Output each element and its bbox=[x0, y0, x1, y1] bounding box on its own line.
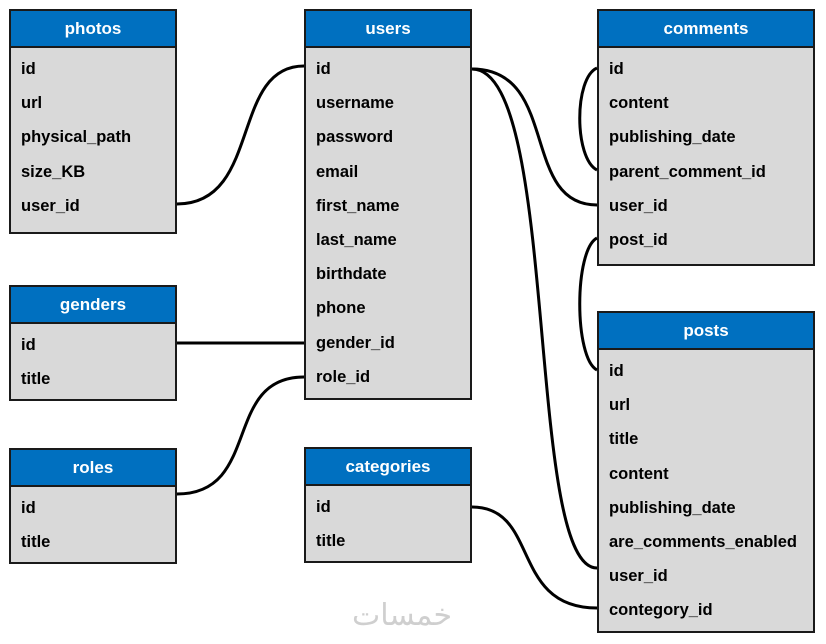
genders-field-title: title bbox=[21, 370, 51, 389]
genders-table-title: genders bbox=[11, 287, 175, 324]
users-table-title: users bbox=[306, 11, 470, 48]
comments-field-user-id: user_id bbox=[609, 196, 668, 215]
users-field-gender-id: gender_id bbox=[316, 333, 395, 352]
link-roles-to-users-role bbox=[176, 375, 305, 496]
photos-field-size-kb: size_KB bbox=[21, 162, 86, 181]
comments-table-title: comments bbox=[599, 11, 813, 48]
photos-table-title: photos bbox=[11, 11, 175, 48]
genders-field-id: id bbox=[21, 336, 36, 354]
users-table: users id username password email first_n… bbox=[304, 9, 472, 400]
users-field-role-id: role_id bbox=[316, 367, 371, 386]
users-field-password: password bbox=[316, 128, 394, 147]
users-field-email: email bbox=[316, 162, 359, 181]
users-field-birthdate: birthdate bbox=[316, 265, 387, 284]
posts-field-content: content bbox=[609, 464, 669, 483]
roles-table: roles id title bbox=[9, 448, 177, 564]
comments-table: comments id content publishing_date pare… bbox=[597, 9, 815, 266]
photos-field-id: id bbox=[21, 60, 36, 78]
posts-table: posts id url title content publishing_da… bbox=[597, 311, 815, 633]
link-comments-self-parent bbox=[578, 66, 598, 172]
photos-field-url: url bbox=[21, 94, 43, 113]
watermark-logo: خمسات bbox=[352, 598, 453, 633]
posts-table-title: posts bbox=[599, 313, 813, 350]
posts-field-id: id bbox=[609, 362, 624, 380]
genders-table: genders id title bbox=[9, 285, 177, 401]
roles-field-id: id bbox=[21, 499, 36, 517]
roles-table-title: roles bbox=[11, 450, 175, 487]
posts-field-contegory-id: contegory_id bbox=[609, 601, 713, 620]
categories-table: categories id title bbox=[304, 447, 472, 563]
comments-field-post-id: post_id bbox=[609, 230, 668, 249]
posts-field-title: title bbox=[609, 430, 639, 449]
comments-field-content: content bbox=[609, 94, 669, 113]
link-comments-post-to-posts-id bbox=[578, 236, 598, 372]
comments-field-parent-comment-id: parent_comment_id bbox=[609, 162, 766, 181]
posts-field-publishing-date: publishing_date bbox=[609, 498, 736, 517]
posts-field-are-comments-enabled: are_comments_enabled bbox=[609, 532, 798, 551]
roles-field-title: title bbox=[21, 533, 51, 552]
categories-field-title: title bbox=[316, 532, 346, 551]
users-field-id: id bbox=[316, 60, 331, 78]
users-field-phone: phone bbox=[316, 299, 366, 318]
posts-field-user-id: user_id bbox=[609, 567, 668, 586]
users-field-username: username bbox=[316, 94, 394, 113]
categories-field-id: id bbox=[316, 498, 331, 516]
posts-field-url: url bbox=[609, 396, 631, 415]
link-users-id-to-comments-user bbox=[471, 67, 598, 207]
categories-table-title: categories bbox=[306, 449, 470, 486]
comments-field-id: id bbox=[609, 60, 624, 78]
photos-field-physical-path: physical_path bbox=[21, 128, 132, 147]
link-photos-user-to-users-id bbox=[176, 64, 305, 206]
photos-table: photos id url physical_path size_KB user… bbox=[9, 9, 177, 234]
users-field-first-name: first_name bbox=[316, 196, 400, 215]
comments-field-publishing-date: publishing_date bbox=[609, 128, 736, 147]
photos-field-user-id: user_id bbox=[21, 196, 80, 215]
link-categories-to-posts-category bbox=[471, 505, 598, 610]
users-field-last-name: last_name bbox=[316, 230, 397, 249]
link-users-id-to-posts-user bbox=[471, 67, 598, 570]
